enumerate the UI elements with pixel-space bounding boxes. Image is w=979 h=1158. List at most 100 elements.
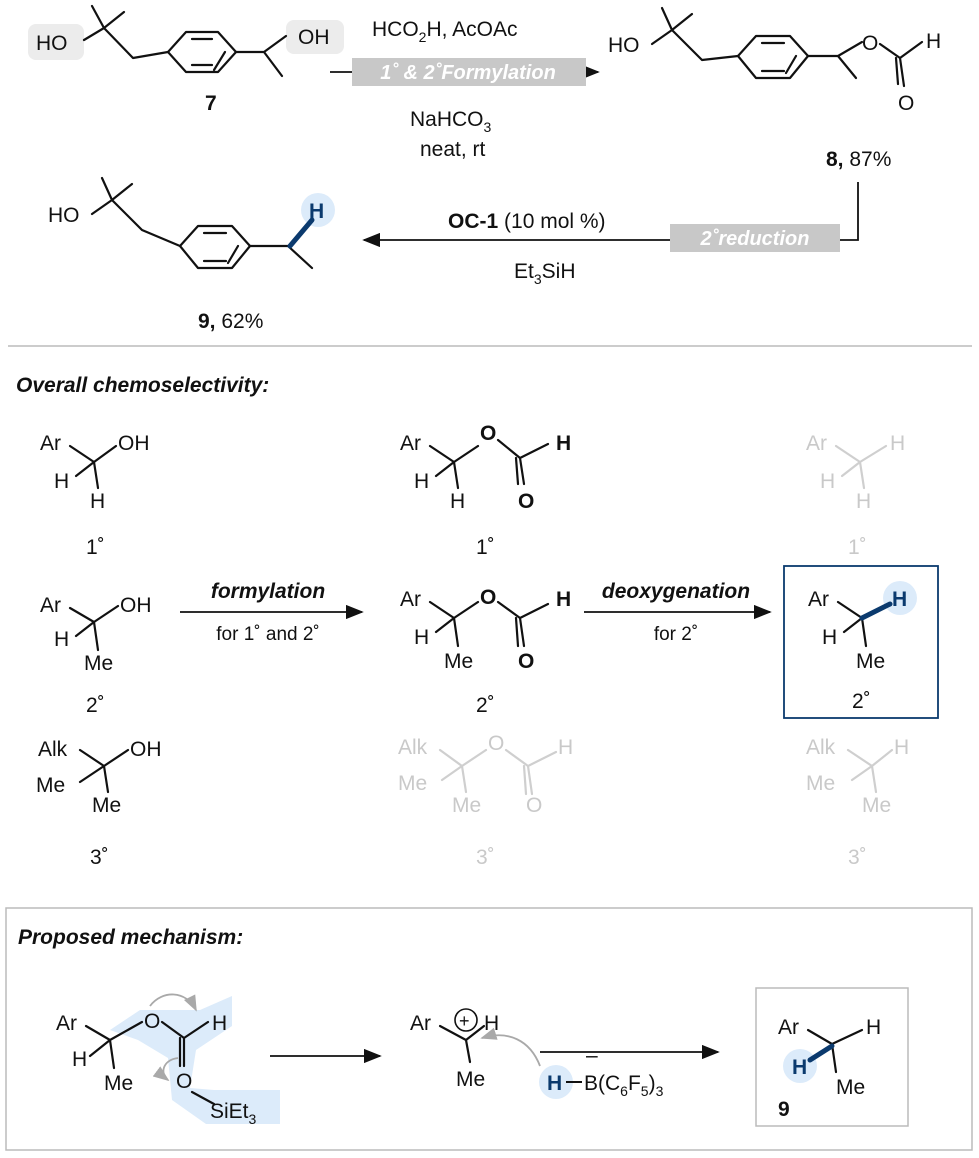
svg-text:Me: Me [452,794,481,817]
compound-7-label: 7 [205,92,217,115]
svg-text:Ar: Ar [806,432,827,455]
svg-text:Alk: Alk [806,736,836,759]
svg-text:formylation: formylation [211,580,325,603]
svg-text:H: H [54,628,69,651]
svg-text:H: H [414,470,429,493]
svg-text:Ar: Ar [400,588,421,611]
svg-text:for 2˚: for 2˚ [654,624,698,645]
svg-text:O: O [480,586,496,609]
label-oh: OH [298,26,330,49]
svg-text:3˚: 3˚ [90,846,109,869]
svg-text:Me: Me [84,652,113,675]
svg-text:Me: Me [444,650,473,673]
svg-text:deoxygenation: deoxygenation [602,580,750,603]
svg-text:for 1˚ and 2˚: for 1˚ and 2˚ [216,624,320,645]
svg-text:Alk: Alk [38,738,68,761]
svg-text:Ar: Ar [40,432,61,455]
label-ho: HO [36,32,68,55]
svg-text:H: H [54,470,69,493]
svg-text:O: O [480,422,496,445]
svg-text:Me: Me [806,772,835,795]
alcohols-column: Ar OH H H 1˚ Ar OH H Me 2˚ Alk OH Me Me … [36,432,162,869]
svg-text:OH: OH [120,594,152,617]
mechanism-product-label: 9 [778,1098,790,1121]
svg-text:Ar: Ar [400,432,421,455]
svg-text:3˚: 3˚ [848,846,867,869]
svg-text:2˚: 2˚ [852,690,871,713]
svg-text:Me: Me [36,774,65,797]
compound-9: HO H 9, 62% [48,176,335,333]
svg-text:1˚: 1˚ [476,536,495,559]
svg-text:H: H [822,626,837,649]
mechanism-borohydride: H – B(C6F5)3 [539,1044,664,1099]
arrow-formylation: HCO2H, AcOAc 1˚ & 2˚Formylation NaHCO3 n… [330,18,600,161]
svg-text:O: O [176,1070,192,1093]
svg-text:H: H [547,1072,562,1095]
label-ho: HO [48,204,80,227]
tag-formylation: 1˚ & 2˚Formylation [380,61,556,84]
svg-text:H: H [90,490,105,513]
svg-text:Me: Me [862,794,891,817]
svg-text:1˚: 1˚ [86,536,105,559]
svg-text:H: H [892,588,907,611]
svg-text:9, 62%: 9, 62% [198,310,263,333]
section-title-chemoselectivity: Overall chemoselectivity: [16,374,269,397]
svg-text:H: H [792,1056,807,1079]
compound-8-yield: 87% [849,148,891,171]
svg-text:H: H [72,1048,87,1071]
svg-text:Ar: Ar [778,1016,799,1039]
svg-text:O: O [526,794,542,817]
svg-text:H: H [866,1016,881,1039]
product-highlight-box [783,565,939,719]
compound-8-label: 8, [826,148,844,171]
svg-text:Ar: Ar [808,588,829,611]
svg-text:Alk: Alk [398,736,428,759]
reagent-bicarbonate: NaHCO3 [410,108,492,135]
svg-text:H: H [890,432,905,455]
compound-7: HO OH 7 [28,4,344,115]
mechanism-substrate: Ar H Me O H O SiEt3 [56,993,280,1127]
svg-text:Me: Me [104,1072,133,1095]
label-h: H [926,30,941,53]
mechanism-box [5,907,973,1151]
section-title-mechanism: Proposed mechanism: [18,926,243,949]
mechanism-product: Ar H Me H 9 [755,987,909,1127]
compound-8: HO O H O 8, 87% [608,6,941,171]
svg-text:Et3SiH: Et3SiH [514,260,575,287]
reagent-conditions: neat, rt [420,138,486,161]
compound-9-yield: 62% [221,310,263,333]
svg-text:O: O [518,490,534,513]
svg-text:SiEt3: SiEt3 [210,1100,257,1127]
svg-text:3˚: 3˚ [476,846,495,869]
arrow-reduction [362,182,859,248]
svg-text:+: + [459,1011,470,1031]
svg-text:Me: Me [856,650,885,673]
svg-text:OH: OH [118,432,150,455]
alkanes-column: Ar H H H 1˚ Ar H Me H 2˚ Alk H Me Me 3˚ [783,432,939,869]
svg-text:Ar: Ar [410,1012,431,1035]
svg-text:H: H [558,736,573,759]
svg-text:H: H [556,432,571,455]
svg-text:H: H [414,626,429,649]
svg-text:Me: Me [92,794,121,817]
svg-text:O: O [488,732,504,755]
compound-9-label: 9, [198,310,216,333]
svg-text:O: O [518,650,534,673]
svg-text:O: O [144,1010,160,1033]
mechanism-cation: Ar + H Me [410,1008,541,1091]
svg-text:OC-1 (10 mol %): OC-1 (10 mol %) [448,210,606,233]
reagent-formic: HCO2H, AcOAc [372,18,518,45]
svg-text:–: – [586,1044,598,1067]
tag-reduction: 2˚reduction [700,227,810,250]
svg-text:OH: OH [130,738,162,761]
svg-text:H: H [820,470,835,493]
svg-text:H: H [556,588,571,611]
svg-text:Me: Me [836,1076,865,1099]
reduction-labels: OC-1 (10 mol %) 2˚reduction Et3SiH [448,210,840,287]
svg-text:H: H [450,490,465,513]
formates-column: Ar H H O H O 1˚ Ar H Me O H O 2˚ Alk Me … [398,422,573,869]
svg-text:Me: Me [398,772,427,795]
svg-text:H: H [894,736,909,759]
svg-text:2˚: 2˚ [476,694,495,717]
